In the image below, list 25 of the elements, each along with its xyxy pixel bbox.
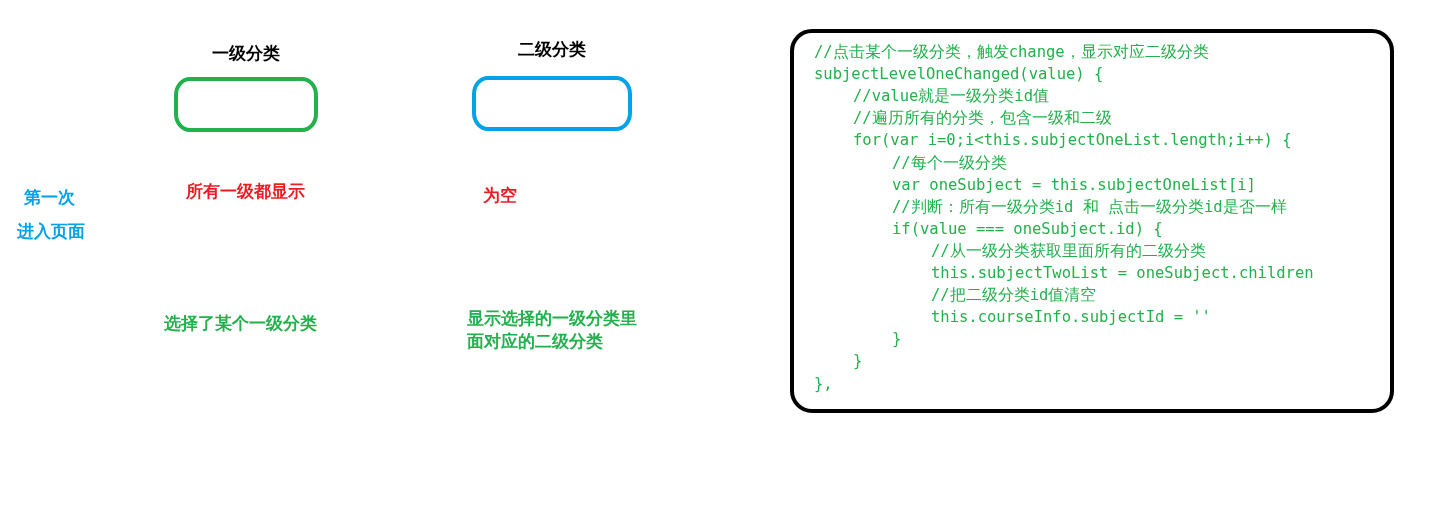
code-line: this.courseInfo.subjectId = '' <box>931 307 1211 329</box>
code-line: } <box>853 351 863 373</box>
code-line: //value就是一级分类id值 <box>853 86 1049 108</box>
code-line: for(var i=0;i<this.subjectOneList.length;i++) { <box>853 130 1292 152</box>
code-line: subjectLevelOneChanged(value) { <box>814 64 1104 86</box>
note-text: 第一次 <box>24 186 76 209</box>
note-text: 选择了某个一级分类 <box>164 312 318 335</box>
code-box <box>790 29 1394 413</box>
note-text: 显示选择的一级分类里面对应的二级分类 <box>467 307 638 353</box>
box-heading: 一级分类 <box>212 42 280 64</box>
code-line: if(value === oneSubject.id) { <box>892 218 1163 240</box>
code-line: //遍历所有的分类，包含一级和二级 <box>853 108 1112 130</box>
code-line: //把二级分类id值清空 <box>931 285 1097 307</box>
note-text: 进入页面 <box>17 220 86 243</box>
code-line: } <box>892 329 902 351</box>
code-line: //从一级分类获取里面所有的二级分类 <box>931 240 1206 262</box>
code-line: //点击某个一级分类，触发change，显示对应二级分类 <box>814 42 1209 63</box>
code-line: //判断：所有一级分类id 和 点击一级分类id是否一样 <box>892 196 1287 218</box>
code-line: this.subjectTwoList = oneSubject.children <box>931 263 1314 284</box>
code-line: }, <box>814 373 833 395</box>
code-line: var oneSubject = this.subjectOneList[i] <box>892 174 1256 196</box>
note-text: 为空 <box>483 184 518 207</box>
box-heading: 二级分类 <box>518 38 586 60</box>
note-text: 所有一级都显示 <box>186 180 306 203</box>
code-line: //每个一级分类 <box>892 152 1007 174</box>
